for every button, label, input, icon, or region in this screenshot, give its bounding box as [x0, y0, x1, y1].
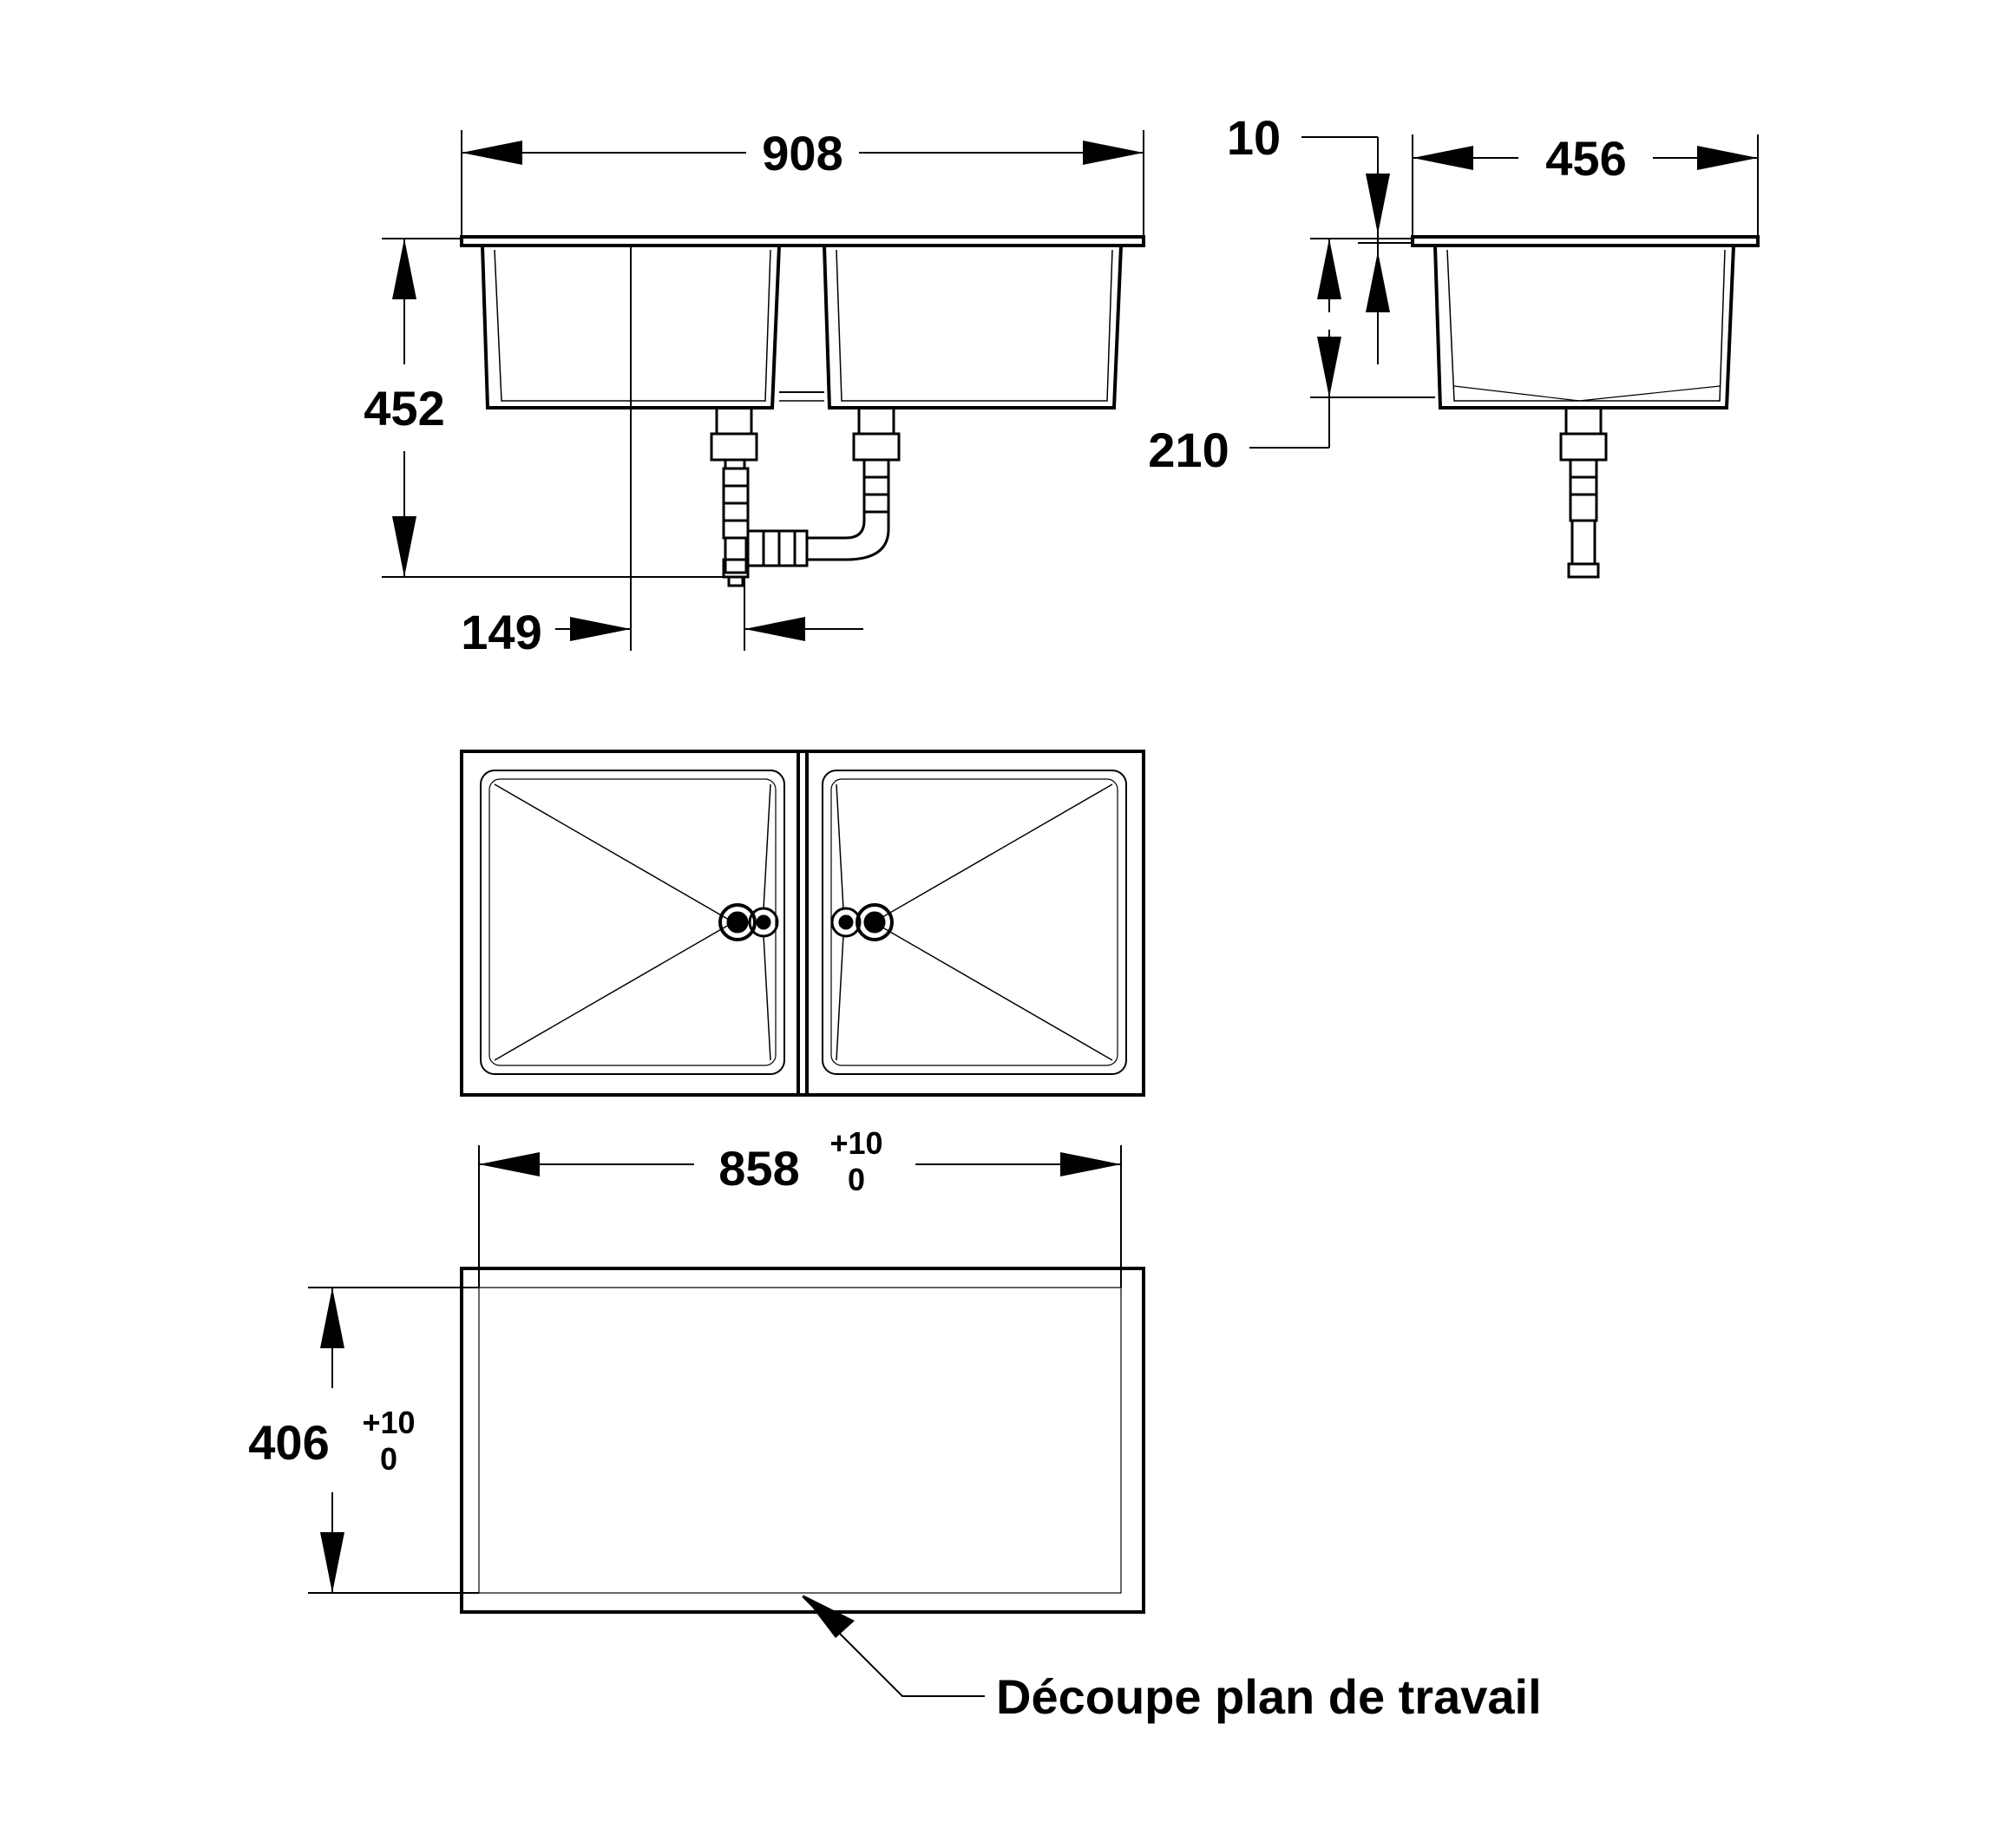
- dimension-cutout-depth-tol-minus: 0: [380, 1441, 397, 1477]
- left-drain-fitting: [710, 406, 758, 587]
- connector-pipe: [746, 529, 809, 567]
- dimension-rim-thickness: 10: [1227, 110, 1281, 165]
- side-view: [1249, 134, 1760, 579]
- side-drain-fitting: [1559, 406, 1608, 579]
- dimension-cutout-width-tol-minus: 0: [848, 1162, 865, 1197]
- cutout-annotation-label: Découpe plan de travail: [996, 1669, 1542, 1724]
- dimension-cutout-width-tol-plus: +10: [829, 1125, 882, 1161]
- dimension-overall-width: 908: [762, 126, 842, 180]
- cutout-view: [308, 1145, 1145, 1697]
- right-drain-fitting: [807, 406, 901, 561]
- dimension-drain-offset: 149: [461, 605, 541, 659]
- top-left-bowl: [480, 770, 785, 1075]
- dimension-cutout-depth: 406: [248, 1415, 329, 1470]
- top-right-bowl: [822, 770, 1127, 1075]
- dimension-overall-height: 452: [364, 381, 444, 436]
- dimension-side-depth: 210: [1148, 423, 1229, 477]
- dimension-side-width: 456: [1545, 131, 1626, 186]
- dimension-cutout-width: 858: [718, 1141, 799, 1196]
- dimension-cutout-depth-tol-plus: +10: [362, 1405, 415, 1440]
- top-view: [460, 750, 1145, 1097]
- front-view: [382, 130, 1145, 651]
